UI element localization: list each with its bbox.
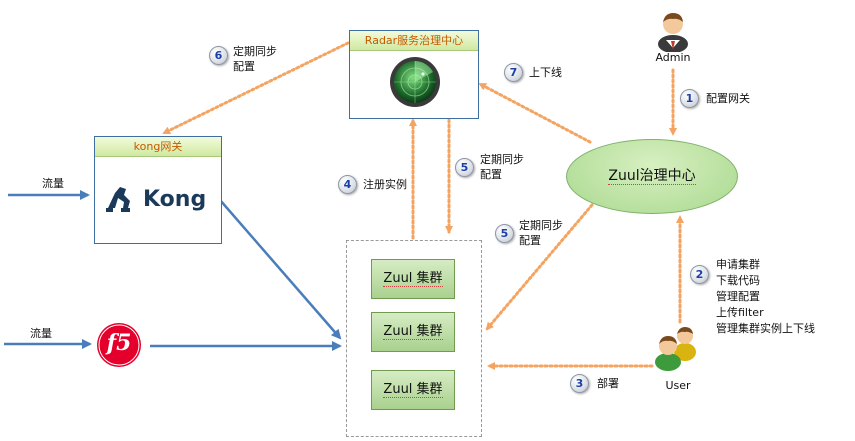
- kong-logo-text: Kong: [143, 187, 207, 212]
- zuul-cluster-label: Zuul 集群: [383, 324, 443, 340]
- step-label: 定期同步: [519, 219, 563, 232]
- step-label: 配置: [519, 234, 541, 247]
- step-label: 申请集群: [716, 258, 760, 271]
- zuul-cluster-1: Zuul 集群: [371, 259, 455, 299]
- step-badge: 6: [209, 46, 228, 65]
- step-badge: 2: [690, 265, 709, 284]
- arrow-radar-to-kong: [162, 41, 350, 135]
- step-label: 定期同步: [480, 153, 524, 166]
- step-badge: 1: [680, 89, 699, 108]
- admin-label: Admin: [655, 51, 691, 64]
- f5-logo: f5: [96, 322, 142, 368]
- arrow-kong-to-clusters: [219, 199, 342, 340]
- f5-logo-text: f5: [106, 330, 132, 356]
- step-label: 配置: [233, 60, 255, 73]
- radar-icon: [390, 57, 440, 107]
- zuul-cluster-3: Zuul 集群: [371, 370, 455, 410]
- governance-label: Zuul治理中心: [608, 168, 696, 185]
- step-badge: 5: [455, 158, 474, 177]
- kong-title: kong网关: [95, 137, 221, 157]
- traffic-label-kong: 流量: [42, 177, 64, 190]
- step-label: 配置网关: [706, 92, 750, 105]
- user-label: User: [665, 379, 691, 392]
- step-label: 管理集群实例上下线: [716, 322, 815, 335]
- traffic-label-f5: 流量: [30, 327, 52, 340]
- user-group-icon: [655, 327, 696, 371]
- step-badge: 4: [338, 175, 357, 194]
- step-label: 管理配置: [716, 290, 760, 303]
- step-label: 上传filter: [716, 306, 764, 319]
- radar-title: Radar服务治理中心: [350, 31, 478, 51]
- step-badge: 7: [504, 63, 523, 82]
- step-label: 定期同步: [233, 45, 277, 58]
- step-label: 部署: [597, 377, 619, 390]
- step-label: 注册实例: [363, 178, 407, 191]
- zuul-governance-center: Zuul治理中心: [566, 139, 738, 214]
- radar-governance-box: Radar服务治理中心: [349, 30, 479, 119]
- step-label: 上下线: [529, 66, 562, 79]
- arrow-governance-to-clusters: [485, 203, 594, 331]
- kong-logo-icon: [106, 187, 130, 212]
- step-badge: 3: [570, 374, 589, 393]
- kong-gateway-box: kong网关 Kong: [94, 136, 222, 244]
- zuul-cluster-2: Zuul 集群: [371, 312, 455, 352]
- arrow-governance-to-radar: [478, 82, 592, 144]
- zuul-cluster-zone: [346, 240, 482, 437]
- step-label: 配置: [480, 168, 502, 181]
- zuul-cluster-label: Zuul 集群: [383, 271, 443, 287]
- step-badge: 5: [495, 224, 514, 243]
- zuul-cluster-label: Zuul 集群: [383, 382, 443, 398]
- f5-logo-icon: [97, 323, 141, 367]
- step-label: 下载代码: [716, 274, 760, 287]
- admin-person-icon: [658, 13, 688, 52]
